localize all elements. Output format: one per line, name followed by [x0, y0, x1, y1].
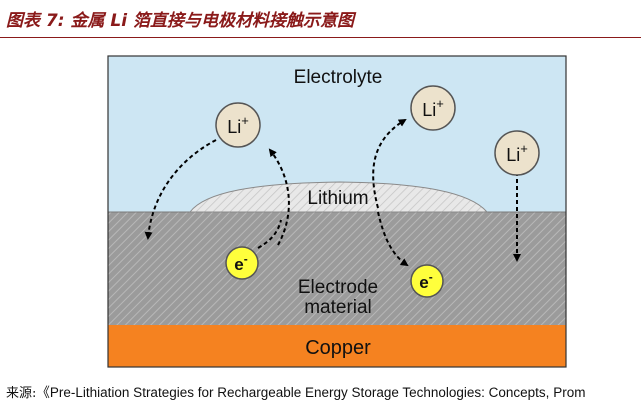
figure-header: 图表 7: 金属 Li 箔直接与电极材料接触示意图 — [0, 0, 641, 38]
svg-text:Li+: Li+ — [506, 141, 528, 165]
svg-text:Li+: Li+ — [227, 113, 249, 137]
svg-text:e-: e- — [234, 252, 247, 274]
arrow-electron-to-lithium — [257, 219, 282, 249]
source-citation: 《Pre-Lithiation Strategies for Rechargea… — [36, 385, 586, 400]
electrode-label-line2: material — [304, 297, 372, 318]
copper-layer — [108, 325, 566, 367]
lithium-contact-diagram: Electrolyte Lithium Electrode material C… — [107, 55, 567, 368]
electrolyte-label: Electrolyte — [294, 67, 383, 88]
electron-right: e- — [410, 264, 444, 298]
electrode-material-region — [108, 212, 566, 325]
li-ion-left: Li+ — [215, 102, 261, 148]
arrow-lithium-to-left-ion — [268, 148, 290, 246]
lithium-label: Lithium — [307, 188, 368, 209]
source-label: 来源: — [6, 386, 37, 401]
arrow-lithium-to-center-ion — [372, 118, 407, 209]
lithium-foil — [188, 181, 489, 213]
li-ion-right: Li+ — [494, 130, 540, 176]
svg-text:Li+: Li+ — [422, 96, 444, 120]
electrode-label-line1: Electrode — [298, 277, 378, 298]
arrow-lithium-to-right-electron — [377, 211, 409, 267]
li-ion-center: Li+ — [410, 85, 456, 131]
copper-label: Copper — [305, 337, 371, 359]
figure-source: 来源:《Pre-Lithiation Strategies for Rechar… — [6, 381, 641, 401]
figure-title: 图表 7: 金属 Li 箔直接与电极材料接触示意图 — [6, 11, 354, 31]
svg-text:e-: e- — [419, 270, 432, 292]
electron-left: e- — [225, 246, 259, 280]
arrow-left-ion-down — [144, 139, 217, 240]
